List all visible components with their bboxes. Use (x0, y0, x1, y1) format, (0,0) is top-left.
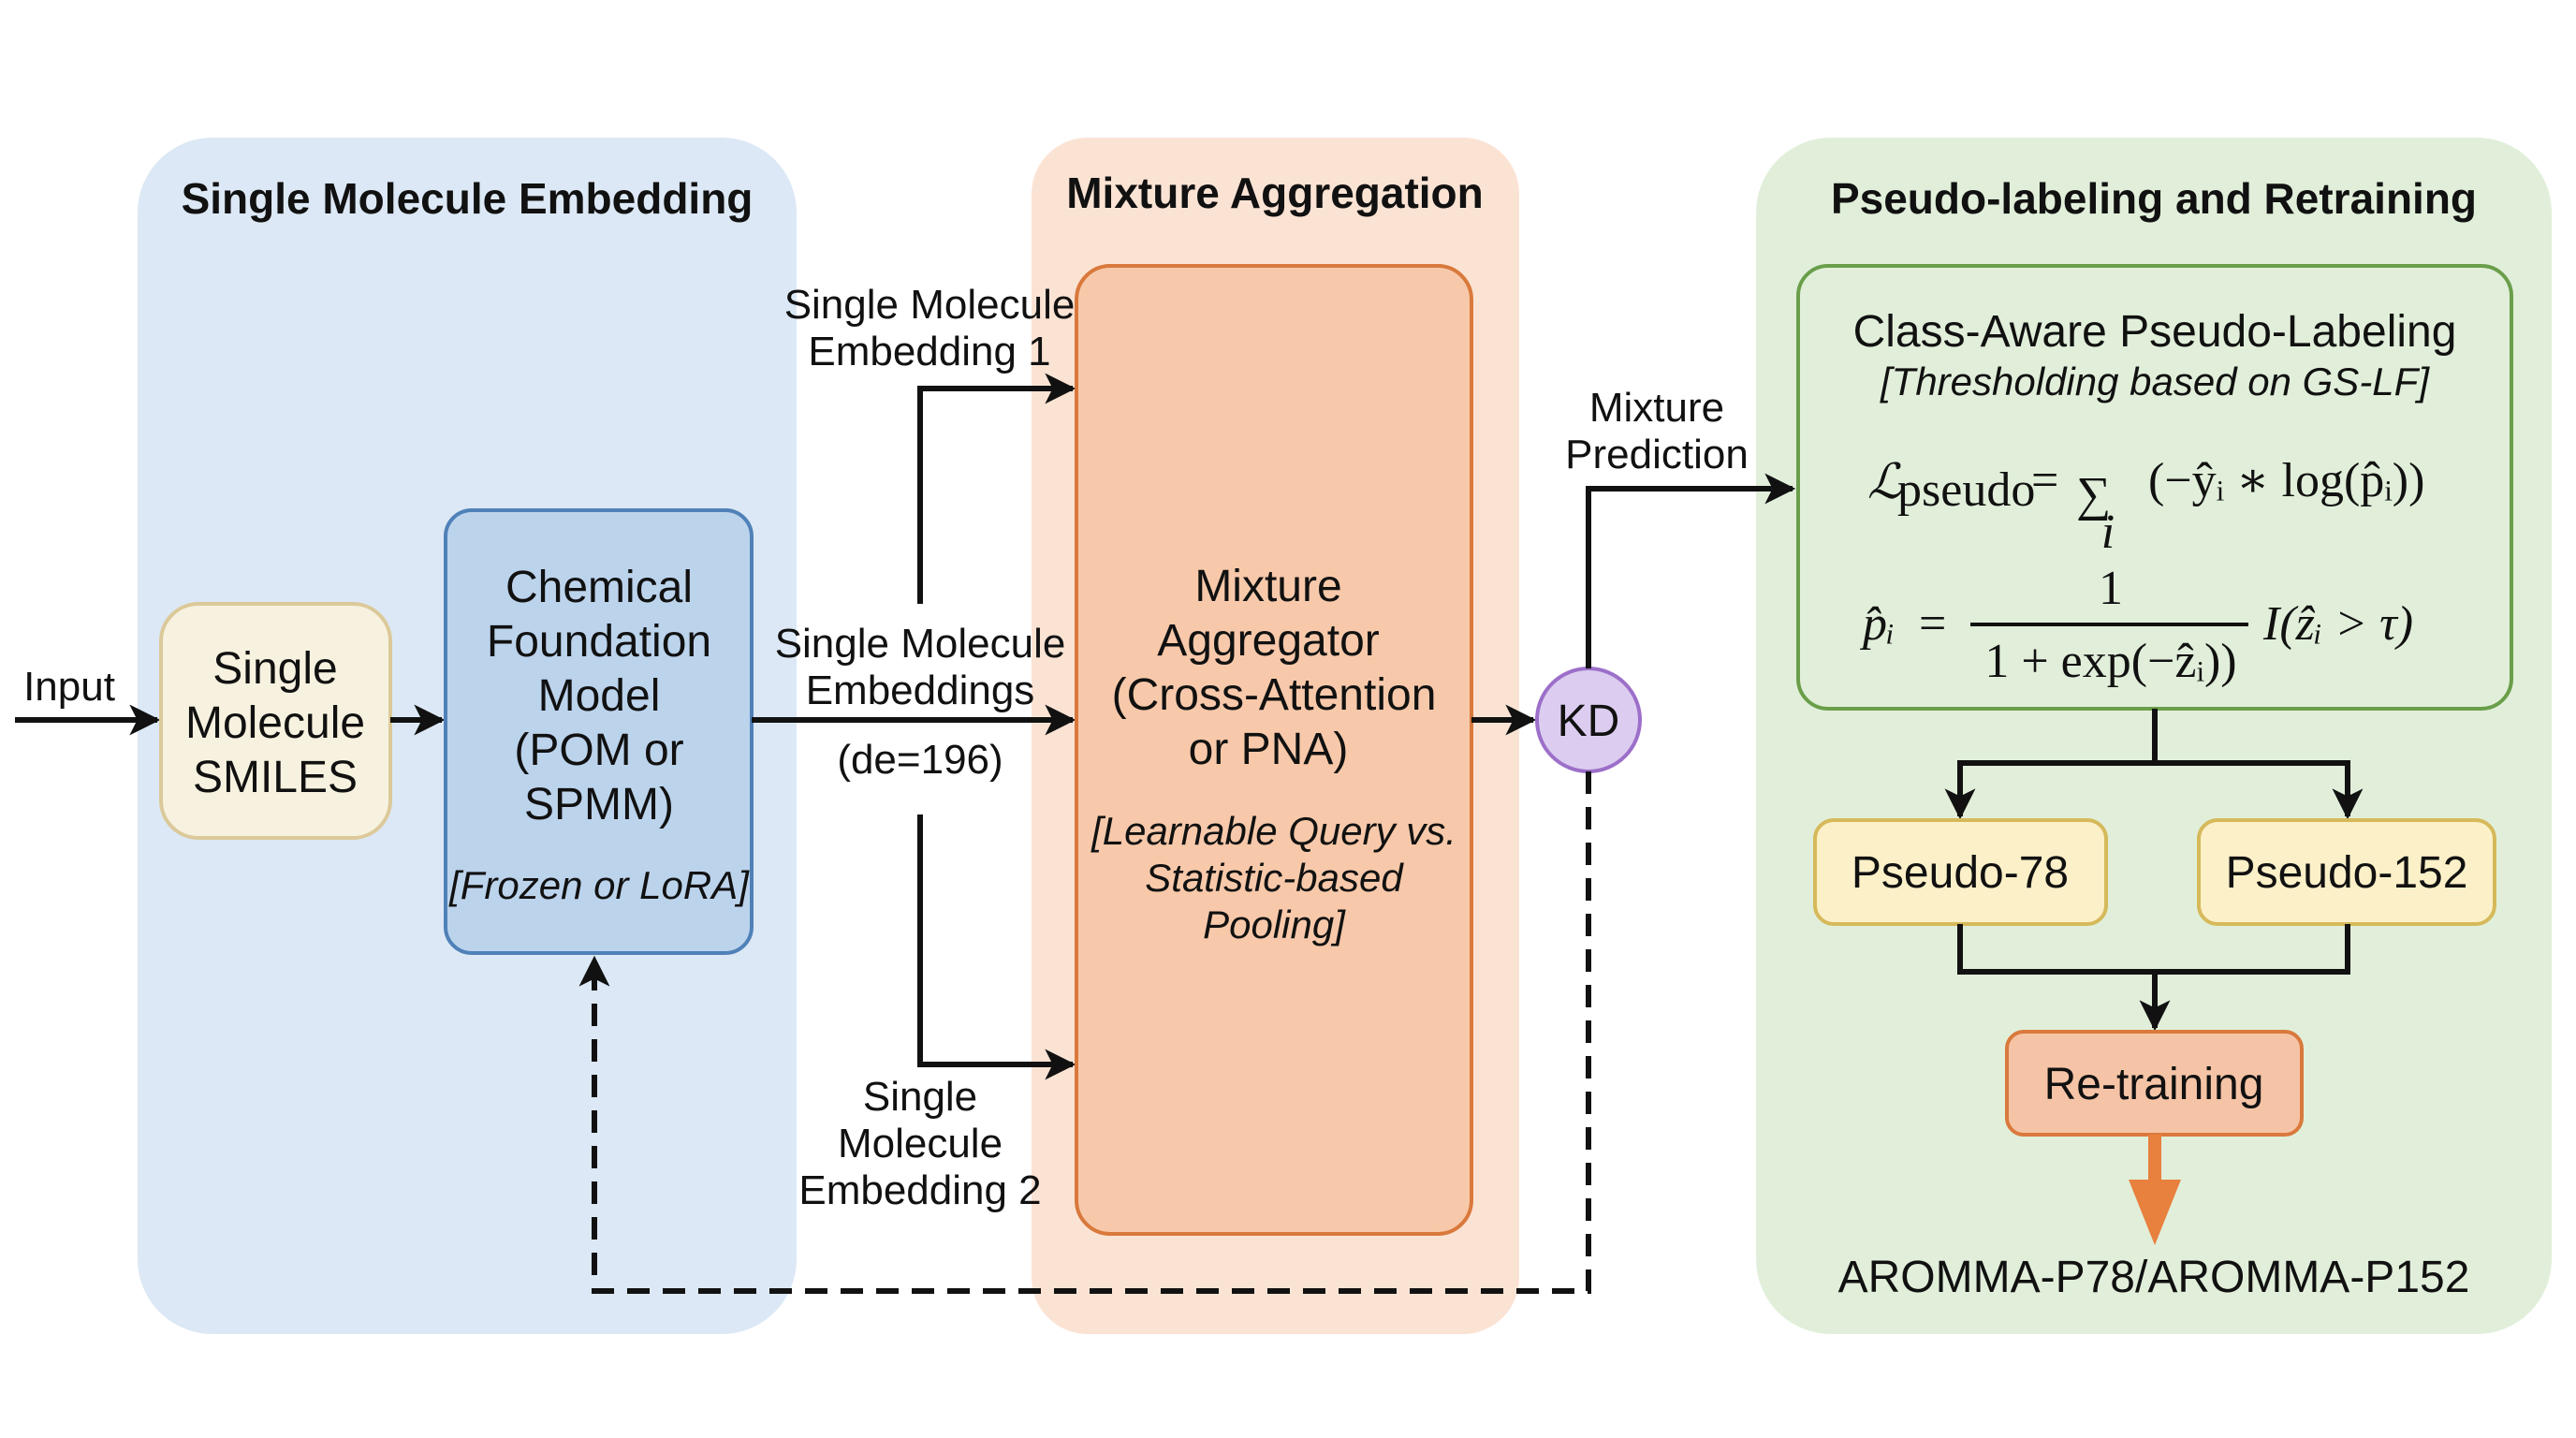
input-label: Input (23, 664, 115, 710)
prob-eq: = (1919, 597, 1946, 651)
foundation-line-5: SPMM) (524, 780, 674, 829)
aggregator-line-3: (Cross-Attention (1112, 670, 1437, 720)
foundation-line-4: (POM or (514, 726, 683, 775)
aggregator-note-line-2: Statistic-based (1145, 856, 1404, 900)
panel-title-aggregation: Mixture Aggregation (1066, 169, 1484, 217)
embedding-1-label-line-1: Single Molecule (784, 282, 1076, 328)
output-model-label: AROMMA-P78/AROMMA-P152 (1838, 1253, 2470, 1302)
loss-lhs: ℒ (1867, 456, 1904, 509)
embeddings-label-line-2: Embeddings (806, 668, 1035, 713)
pseudo-78-label: Pseudo-78 (1852, 848, 2069, 898)
aggregator-line-4: or PNA) (1189, 725, 1349, 774)
embedding-2-label-line-1: Single (863, 1074, 977, 1120)
foundation-model-box[interactable]: Chemical Foundation Model (POM or SPMM) … (444, 508, 754, 955)
loss-lhs-sub: pseudo (1897, 463, 2035, 517)
smiles-box[interactable]: Single Molecule SMILES (159, 602, 392, 840)
embedding-2-label-line-2: Molecule (838, 1121, 1003, 1167)
class-aware-title: Class-Aware Pseudo-Labeling (1853, 307, 2457, 357)
panel-title-embedding: Single Molecule Embedding (182, 174, 754, 223)
prob-lhs: p̂ᵢ (1859, 597, 1895, 651)
class-aware-pseudo-labeling-box[interactable]: Class-Aware Pseudo-Labeling [Thresholdin… (1796, 264, 2513, 711)
aggregator-note-line-1: [Learnable Query vs. (1090, 809, 1456, 853)
pseudo-78-box[interactable]: Pseudo-78 (1813, 818, 2108, 926)
retraining-box[interactable]: Re-training (2005, 1030, 2304, 1137)
retraining-label: Re-training (2044, 1060, 2264, 1109)
smiles-line-3: SMILES (193, 753, 358, 802)
embedding-2-label-line-3: Embedding 2 (798, 1167, 1041, 1213)
split-connector (1944, 709, 2158, 820)
kd-node[interactable]: KD (1535, 667, 1642, 773)
aggregator-note-line-3: Pooling] (1203, 902, 1346, 946)
smiles-line-1: Single (212, 644, 337, 694)
probability-formula: p̂ᵢ = 1 1 + exp(−ẑᵢ)) I(ẑᵢ > τ) (1859, 562, 2413, 688)
kd-label: KD (1558, 697, 1620, 746)
embedding-2-arrow (917, 814, 1076, 1080)
aggregator-line-1: Mixture (1194, 562, 1341, 611)
loss-sum: ∑ (2076, 468, 2111, 521)
foundation-note: [Frozen or LoRA] (448, 863, 750, 907)
smiles-line-2: Molecule (185, 698, 365, 748)
foundation-line-1: Chemical (505, 563, 693, 612)
loss-sum-index: i (2101, 506, 2115, 559)
output-arrow (2129, 1135, 2181, 1245)
pseudo-152-label: Pseudo-152 (2226, 848, 2468, 898)
loss-eq: = (2031, 454, 2058, 507)
dim-label: (de=196) (837, 737, 1003, 783)
foundation-line-3: Model (538, 671, 661, 721)
loss-body: (−ŷᵢ ∗ log(p̂ᵢ)) (2148, 454, 2424, 507)
prob-numerator: 1 (2099, 562, 2123, 615)
mixture-prediction-label-line-2: Prediction (1565, 432, 1749, 477)
panel-title-pseudo: Pseudo-labeling and Retraining (1831, 174, 2477, 223)
class-aware-subtitle: [Thresholding based on GS-LF] (1880, 360, 2430, 404)
aggregator-line-2: Aggregator (1157, 616, 1380, 666)
embeddings-label-line-1: Single Molecule (775, 621, 1066, 667)
pseudo-152-box[interactable]: Pseudo-152 (2197, 818, 2496, 926)
embedding-1-arrow (917, 373, 1076, 604)
foundation-line-2: Foundation (487, 617, 711, 667)
prob-denominator: 1 + exp(−ẑᵢ)) (1984, 635, 2236, 688)
mixture-aggregator-box[interactable]: Mixture Aggregator (Cross-Attention or P… (1075, 264, 1473, 1236)
loss-formula: ℒ pseudo = ∑ i (−ŷᵢ ∗ log(p̂ᵢ)) (1867, 454, 2424, 559)
split-connector-right (2155, 760, 2364, 820)
kd-feedback-dashed-arrow (578, 771, 1591, 1294)
mixture-prediction-arrow (1586, 473, 1796, 668)
mixture-prediction-label-line-1: Mixture (1589, 385, 1724, 431)
prob-indicator: I(ẑᵢ > τ) (2262, 597, 2413, 651)
embedding-1-label-line-2: Embedding 1 (808, 329, 1050, 374)
